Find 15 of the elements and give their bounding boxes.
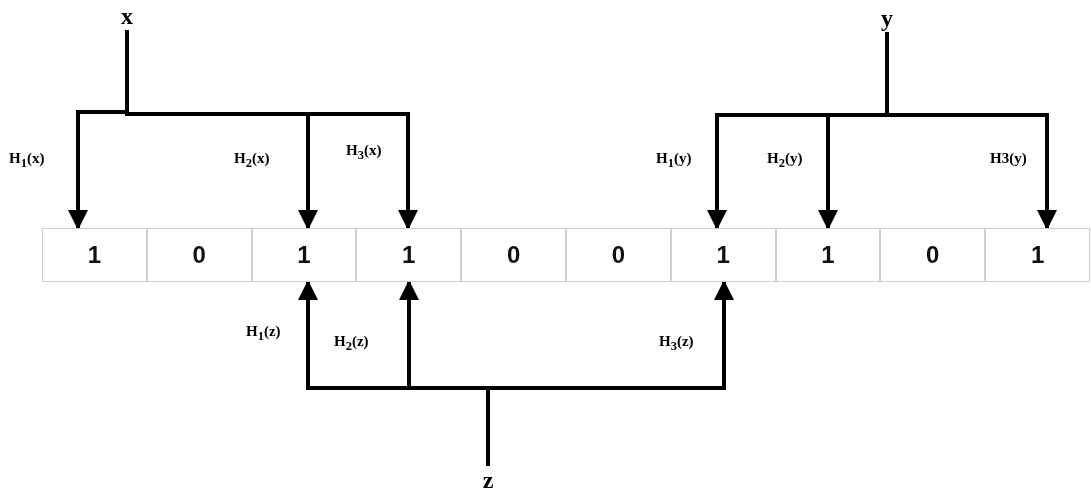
bit-cell: 1 <box>670 228 776 282</box>
bit-cell: 1 <box>42 228 147 282</box>
bit-cell: 1 <box>985 228 1090 282</box>
bit-cell: 0 <box>566 228 671 282</box>
bit-cell: 0 <box>146 228 252 282</box>
bit-cell: 0 <box>880 228 986 282</box>
element-label: z <box>476 466 500 494</box>
element-label: x <box>115 2 139 30</box>
bit-cell: 0 <box>461 228 566 282</box>
element-label: y <box>875 4 899 32</box>
bit-cell: 1 <box>775 228 881 282</box>
bit-cell: 1 <box>356 228 462 282</box>
bit-cell: 1 <box>251 228 357 282</box>
edge-label: H3(y) <box>990 150 1027 167</box>
arrow <box>885 32 1057 230</box>
